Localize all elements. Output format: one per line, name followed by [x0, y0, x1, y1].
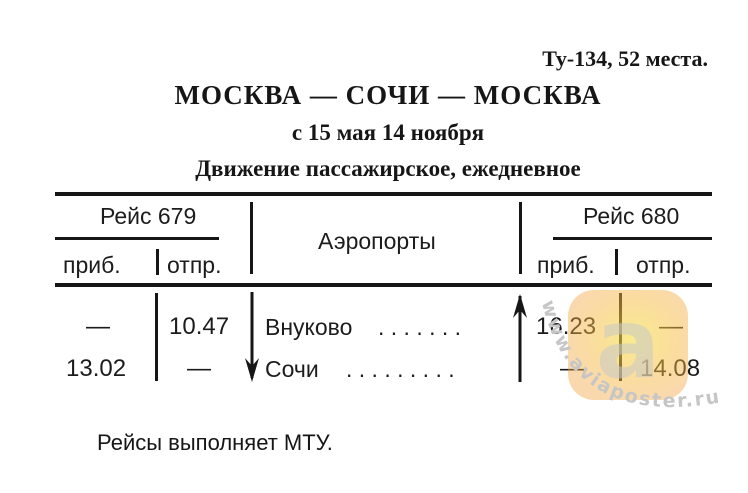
left-dep-header: отпр. [167, 252, 222, 278]
row2-airport: Сочи [265, 356, 319, 382]
right-dep-header: отпр. [636, 252, 691, 278]
right-subcol-divider [615, 249, 618, 275]
left-arr-header: приб. [63, 252, 121, 278]
row1-right-arr: 16.23 [536, 313, 597, 340]
row2-dots: . . . . . . . . . [346, 356, 455, 382]
aircraft-info: Ту-134, 52 места. [542, 46, 708, 71]
row2-right-arr: — [560, 355, 584, 382]
row2-left-dep: — [187, 355, 211, 382]
header-divider-left [250, 202, 253, 274]
header-divider-right [519, 202, 522, 274]
body-divider-left [155, 293, 158, 381]
table-header-rule [55, 283, 712, 287]
row1-right-dep: — [659, 313, 683, 340]
svg-text:a: a [596, 288, 661, 400]
row1-left-dep: 10.47 [169, 313, 230, 340]
period-text: с 15 мая 14 ноября [291, 120, 485, 145]
left-flight-rule [55, 237, 219, 240]
right-flight-rule [553, 237, 712, 240]
row1-dots: . . . . . . . [378, 314, 462, 340]
row2-left-arr: 13.02 [66, 355, 127, 382]
row2-right-dep: 14.08 [640, 355, 701, 382]
footer-note: Рейсы выполняет МТУ. [97, 430, 333, 455]
body-divider-right [619, 293, 622, 381]
airports-header: Аэропорты [318, 228, 436, 254]
route-title: МОСКВА — СОЧИ — МОСКВА [174, 80, 602, 110]
table-top-rule [55, 192, 712, 196]
left-subcol-divider [156, 249, 159, 275]
left-flight-header: Рейс 679 [100, 203, 197, 229]
right-flight-header: Рейс 680 [583, 203, 680, 229]
up-arrow-icon [513, 294, 527, 382]
movement-text: Движение пассажирское, ежедневное [195, 156, 581, 181]
down-arrow-icon [245, 292, 259, 382]
row1-airport: Внуково [265, 314, 353, 340]
right-arr-header: приб. [537, 252, 595, 278]
row1-left-arr: — [86, 313, 110, 340]
